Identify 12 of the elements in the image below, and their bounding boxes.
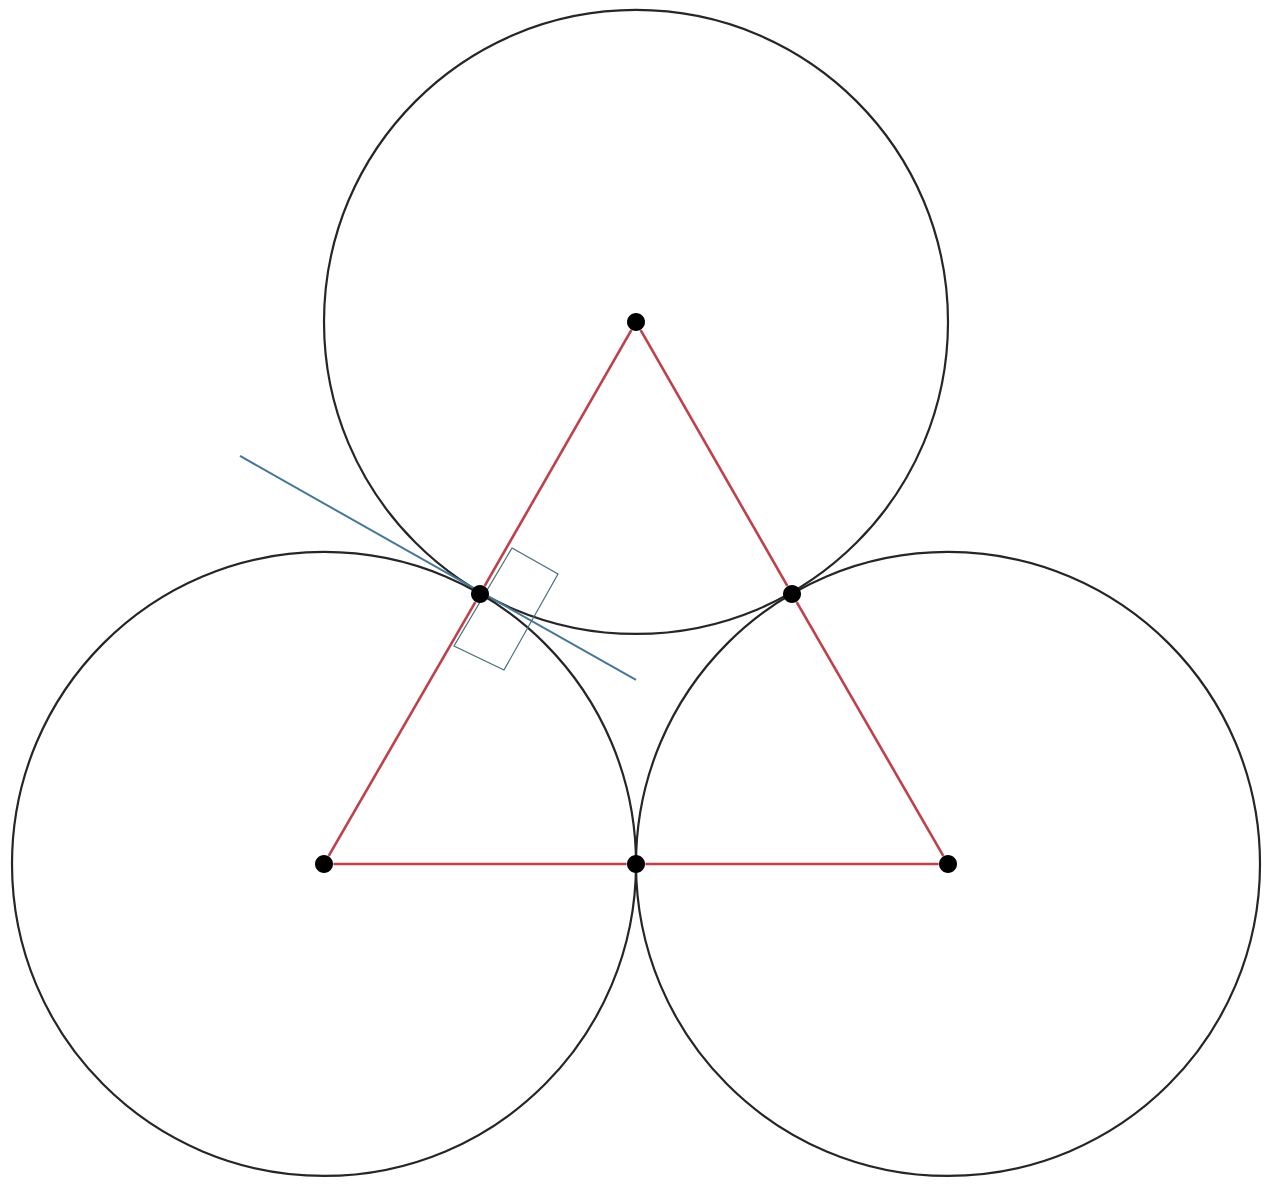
point (627, 313, 645, 331)
point (783, 584, 801, 603)
point (939, 854, 957, 873)
triangle-side (333, 862, 627, 866)
triangle-side (483, 329, 633, 587)
triangle-side (639, 329, 789, 587)
triangle-side (327, 601, 477, 857)
point (471, 584, 489, 603)
triangle-side (645, 862, 939, 866)
point (627, 854, 645, 873)
triangle-side (795, 601, 945, 857)
point (315, 854, 333, 873)
